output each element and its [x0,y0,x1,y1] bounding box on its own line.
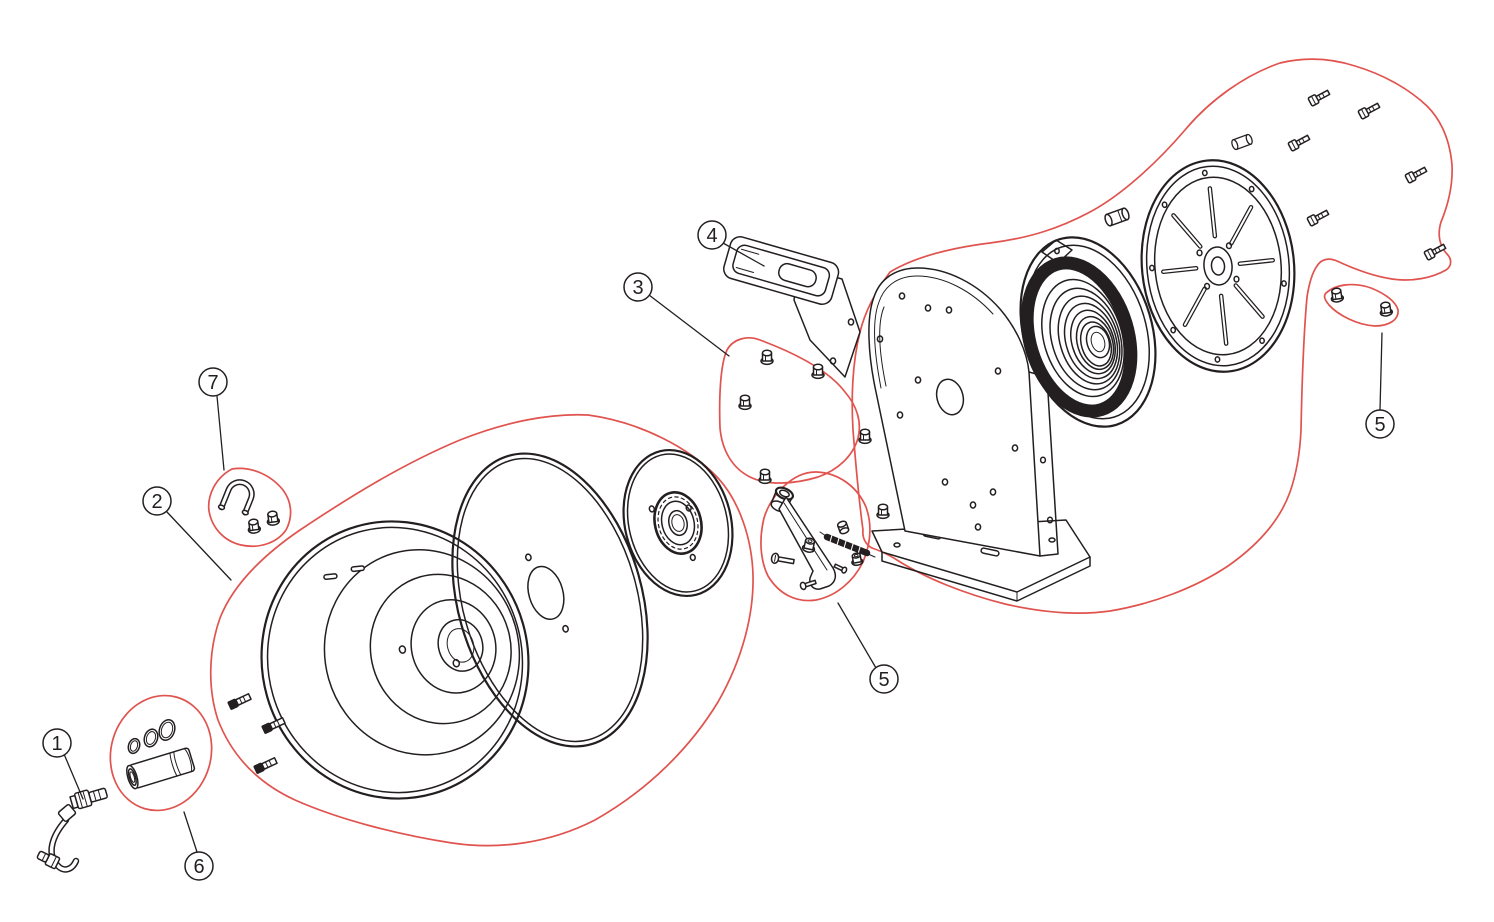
callout-6-label: 6 [193,856,204,878]
bearing-disc [622,448,734,598]
group-outline-swivel-kit [109,694,213,812]
right-flange-nuts [1330,287,1394,317]
leader-2 [166,511,232,581]
leader-3 [648,294,730,357]
group-outline-u-bolt [207,467,292,548]
leader-lines [63,242,1383,853]
wheel-screws [227,693,286,774]
latch-flange-nut [851,552,864,567]
spool-wheel [260,520,530,800]
swivel-seal-kit [126,718,196,790]
group-outline-main-assembly [851,58,1453,615]
leader-1 [63,753,84,800]
callout-5-mid-label: 5 [878,669,889,691]
leader-5-mid [837,602,877,669]
panel-screws [1104,89,1447,261]
o-ring-3 [158,718,176,742]
callout-7-label: 7 [207,372,218,394]
leader-4 [722,242,765,267]
callout-5-mid: 5 [869,664,899,694]
disc-spokes [1161,186,1275,346]
group-outline-nut-lobe [718,337,861,484]
callout-7: 7 [198,367,228,397]
callout-1: 1 [42,728,72,758]
frame-holes [876,292,1054,531]
callout-5-right: 5 [1365,409,1395,439]
u-bolt-nut-2 [266,510,281,526]
spacer [1104,207,1130,227]
swivel-barrel [126,747,196,790]
group-outline-right-nuts [1323,283,1399,327]
latch-cap-nut [836,520,850,535]
callout-2-label: 2 [151,491,162,513]
hose-elbow [57,803,77,823]
hex-screw [1423,243,1447,261]
bracket-pad [722,236,840,306]
mounting-bracket [722,236,861,378]
u-bolt [217,479,255,516]
o-ring-1 [127,737,141,755]
hose-assembly [36,787,108,873]
callout-3-label: 3 [632,277,643,299]
callout-4-label: 4 [706,225,717,247]
cap-screw [253,757,278,774]
latch-screw-small [799,579,817,591]
callout-5-right-label: 5 [1374,414,1385,436]
leader-5-right [1379,332,1383,411]
spring-cartridge [1019,236,1157,428]
callout-2: 2 [142,486,172,516]
spacer [1231,133,1253,151]
frame-weldment [738,267,1091,602]
leader-6 [183,811,198,853]
hex-screw [1306,209,1330,227]
hex-screw [1307,89,1331,107]
callout-6: 6 [184,851,214,881]
latch-pivot-nut [801,537,816,553]
spoked-disc [1140,159,1296,373]
latch-screw-long [770,552,795,565]
cap-screw [261,717,286,734]
latch-kit [770,486,876,591]
hex-screw [1404,166,1428,184]
latch-screw-tiny [833,563,848,574]
callout-3: 3 [623,272,653,302]
group-outline-reel-group [209,413,754,847]
o-ring-2 [143,728,159,748]
cap-screw [227,693,252,710]
u-bolt-kit [217,479,281,534]
hex-screw [1357,102,1381,120]
group-outlines [109,58,1453,847]
frame-arch-panel [868,267,1041,557]
group-outline-latch-pocket [760,471,871,602]
leader-7 [216,395,225,471]
hose-fitting-lower [36,850,61,870]
u-bolt-nut-1 [247,518,262,534]
hex-screw [1287,134,1311,152]
callout-4: 4 [697,220,727,250]
frame-nuts [738,349,890,520]
callout-1-label: 1 [51,733,62,755]
hose-fitting-upper [69,787,108,810]
